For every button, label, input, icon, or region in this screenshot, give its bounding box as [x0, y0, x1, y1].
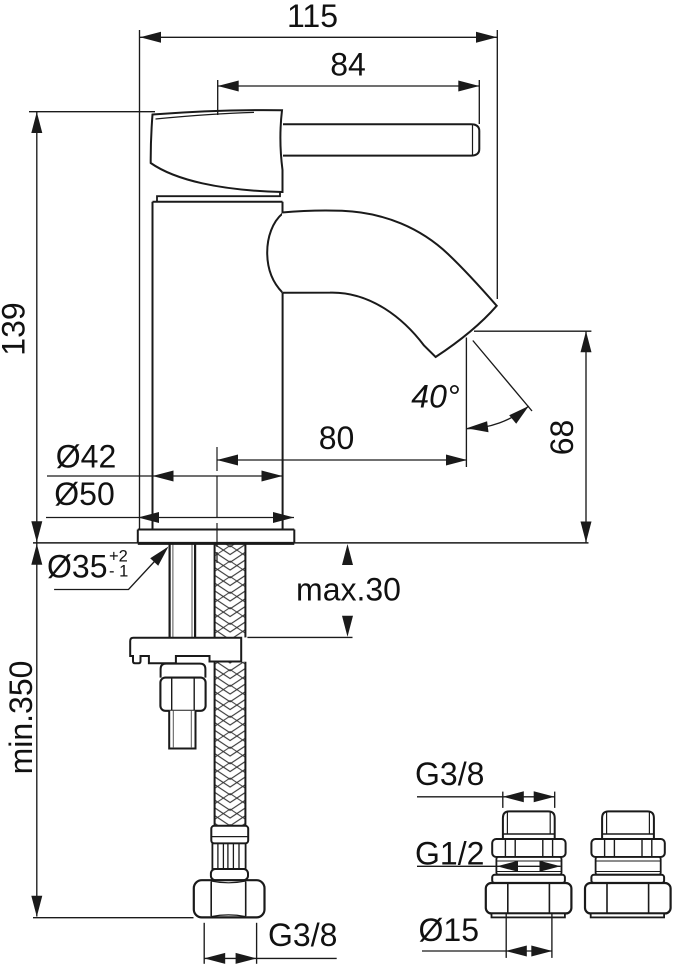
svg-text:80: 80 — [319, 420, 355, 456]
svg-text:G1/2: G1/2 — [415, 836, 484, 872]
svg-text:max.30: max.30 — [296, 572, 401, 608]
svg-text:139: 139 — [0, 302, 32, 355]
svg-text:G3/8: G3/8 — [415, 756, 484, 792]
svg-text:Ø42: Ø42 — [56, 439, 116, 475]
svg-text:Ø50: Ø50 — [54, 476, 114, 512]
svg-text:40°: 40° — [411, 379, 460, 415]
svg-text:115: 115 — [287, 0, 338, 34]
svg-text:Ø15: Ø15 — [419, 912, 479, 948]
svg-text:G3/8: G3/8 — [268, 917, 337, 953]
svg-text:- 1: - 1 — [109, 563, 128, 581]
svg-text:84: 84 — [330, 47, 366, 83]
svg-text:Ø35: Ø35 — [47, 549, 107, 585]
svg-text:min.350: min.350 — [3, 661, 39, 775]
svg-text:68: 68 — [544, 420, 580, 456]
svg-text:+2: +2 — [109, 548, 128, 566]
